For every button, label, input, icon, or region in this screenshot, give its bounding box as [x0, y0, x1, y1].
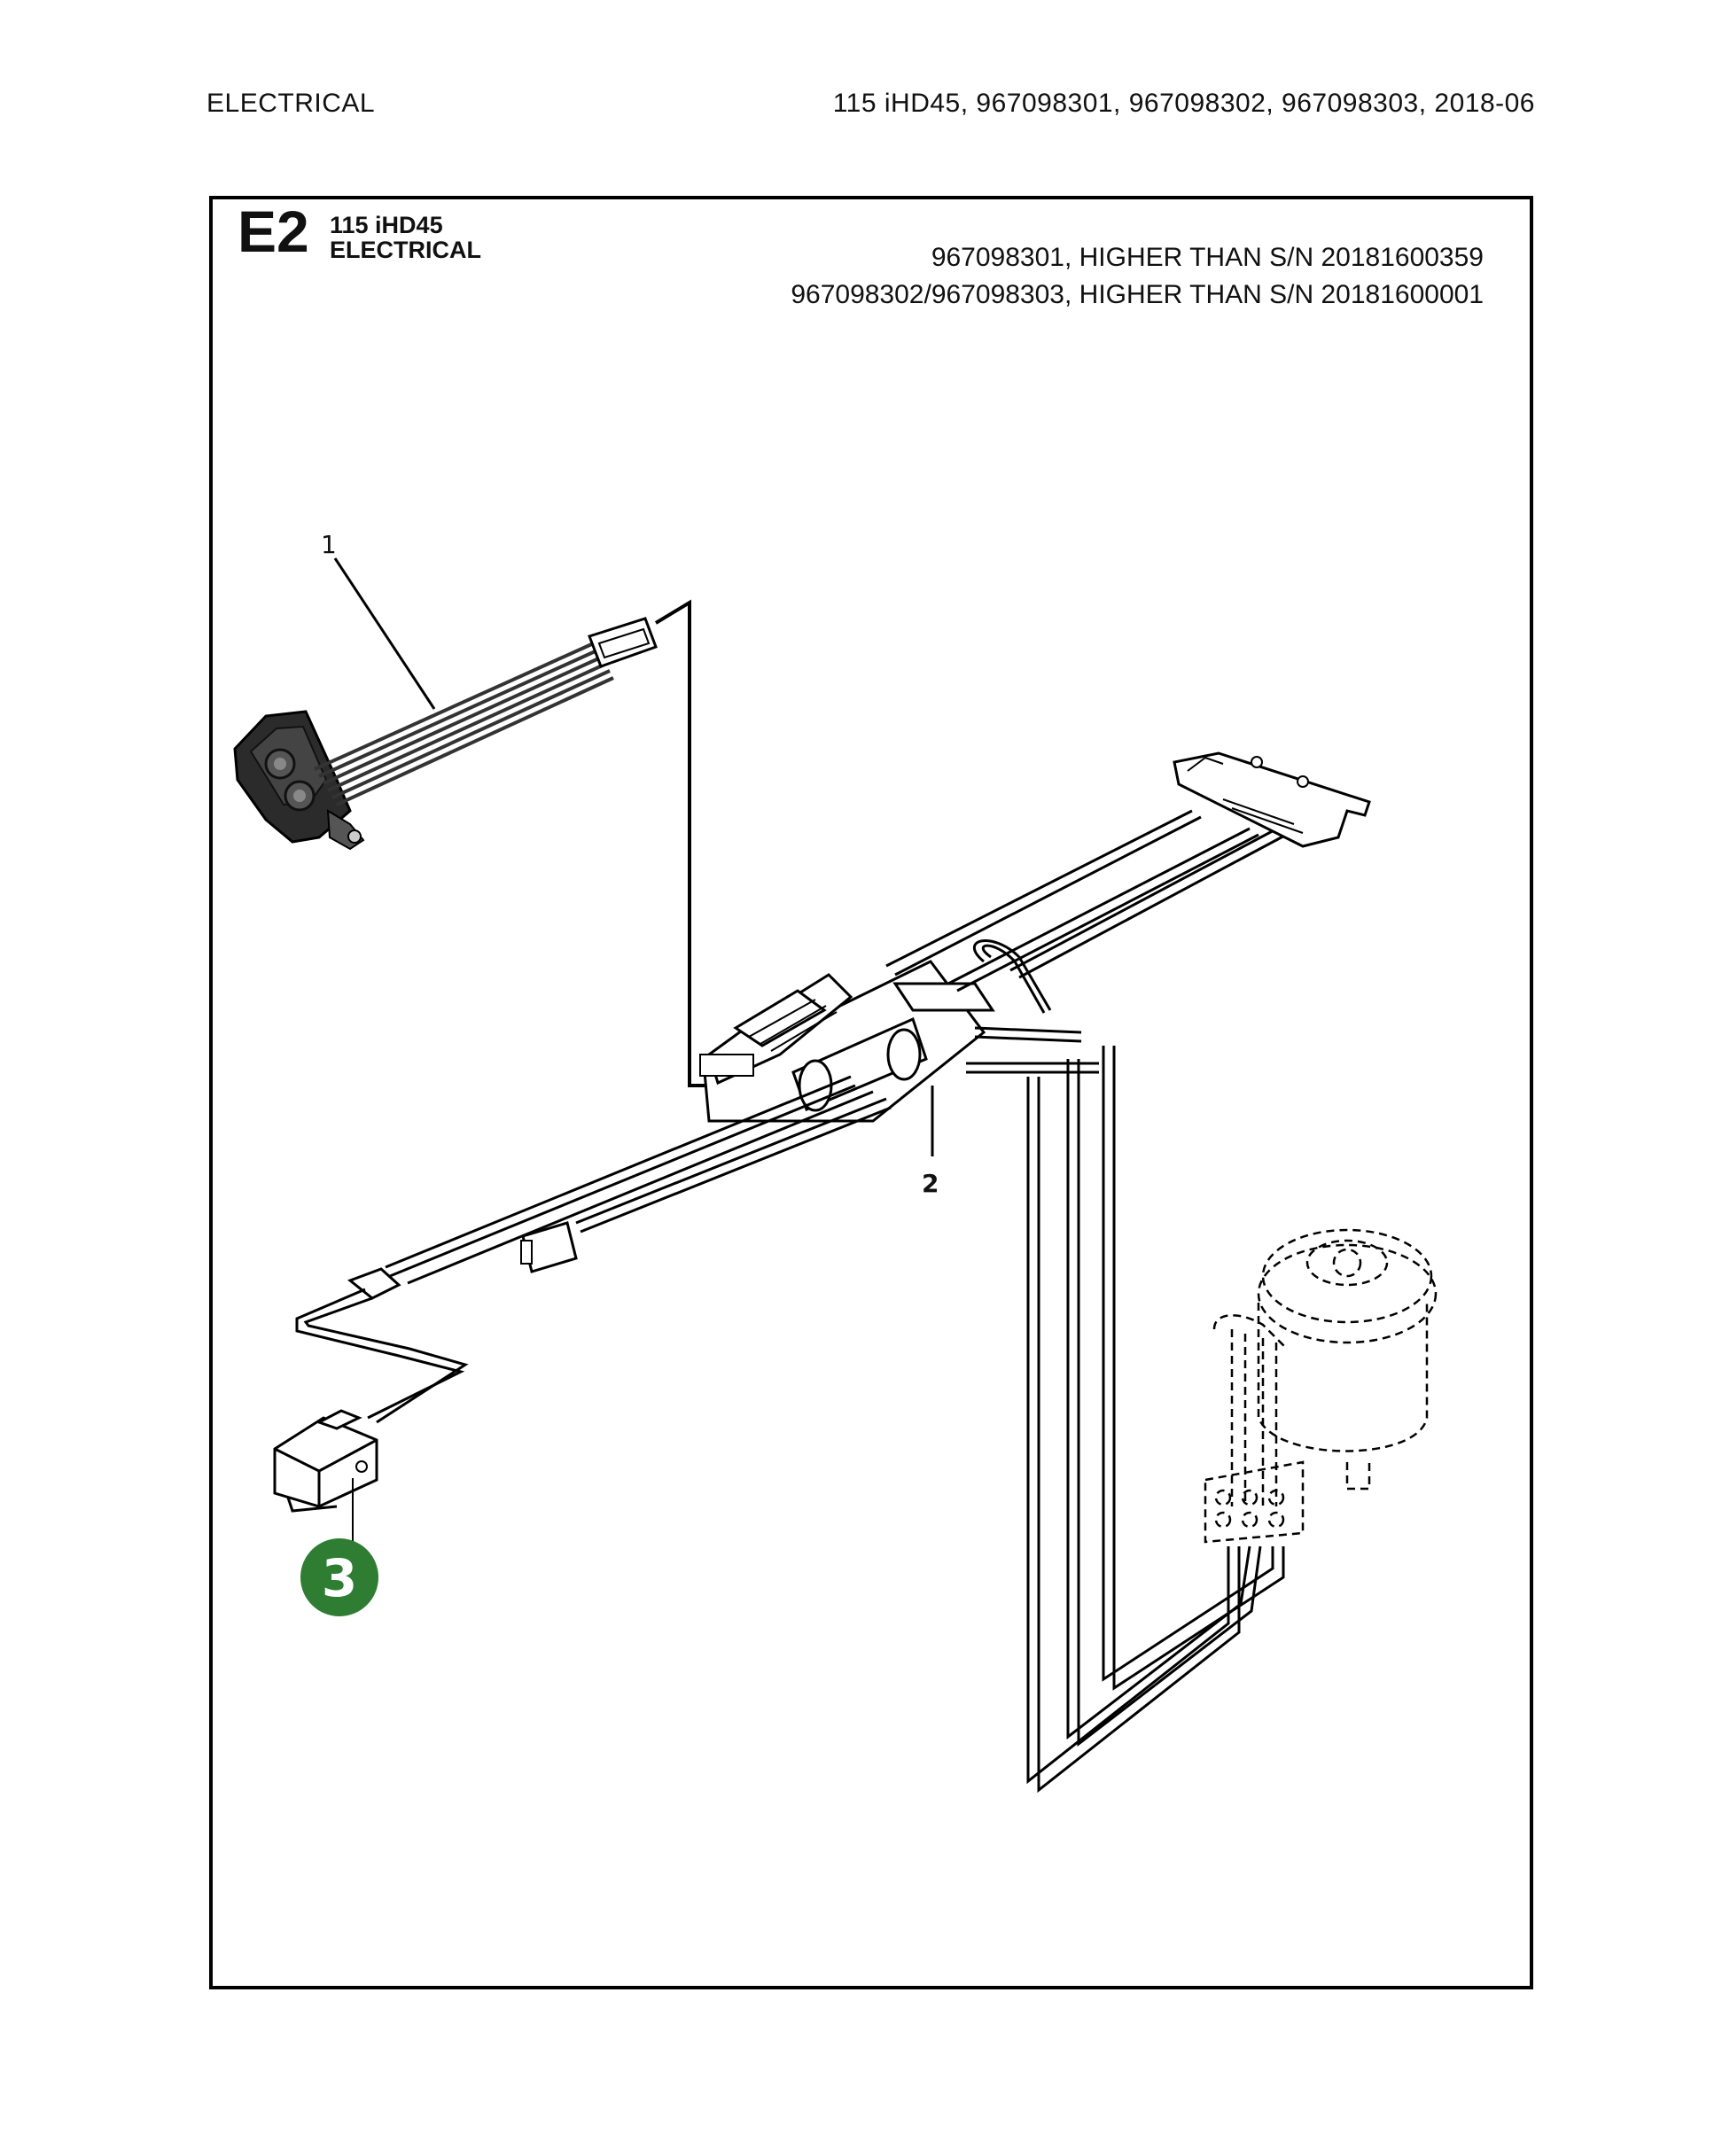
- diagram-name: ELECTRICAL: [330, 237, 481, 263]
- callout-3-label: 3: [322, 1548, 357, 1608]
- motor-wires: [966, 1026, 1285, 1794]
- serial-note-1: 967098301, HIGHER THAN S/N 20181600359: [931, 243, 1484, 272]
- switch-harness: [295, 1075, 892, 1424]
- callout-1-label: 1: [321, 530, 337, 559]
- serial-notes: 967098301, HIGHER THAN S/N 20181600359 9…: [791, 239, 1484, 314]
- callout-2-label: 2: [922, 1169, 939, 1198]
- diagram-code: E2: [238, 198, 309, 264]
- callout-3-badge: [300, 1538, 378, 1616]
- main-harness: [885, 809, 1304, 1014]
- main-board-part: [699, 960, 995, 1123]
- motor-assembly: [1204, 1228, 1438, 1544]
- diagram-model: 115 iHD45: [330, 212, 443, 238]
- diagram-frame: [209, 196, 1533, 1989]
- control-panel-part: [233, 617, 658, 851]
- connector-bracket-line: [654, 599, 709, 1087]
- diagram-title: 115 iHD45 ELECTRICAL: [330, 213, 481, 262]
- rear-connector-part: [1173, 751, 1371, 848]
- callout-1-leader: [333, 557, 436, 710]
- serial-note-2: 967098302/967098303, HIGHER THAN S/N 201…: [791, 280, 1484, 309]
- section-title: ELECTRICAL: [207, 89, 376, 118]
- micro-switch-part: [273, 1409, 378, 1513]
- model-info: 115 iHD45, 967098301, 967098302, 9670983…: [832, 89, 1535, 118]
